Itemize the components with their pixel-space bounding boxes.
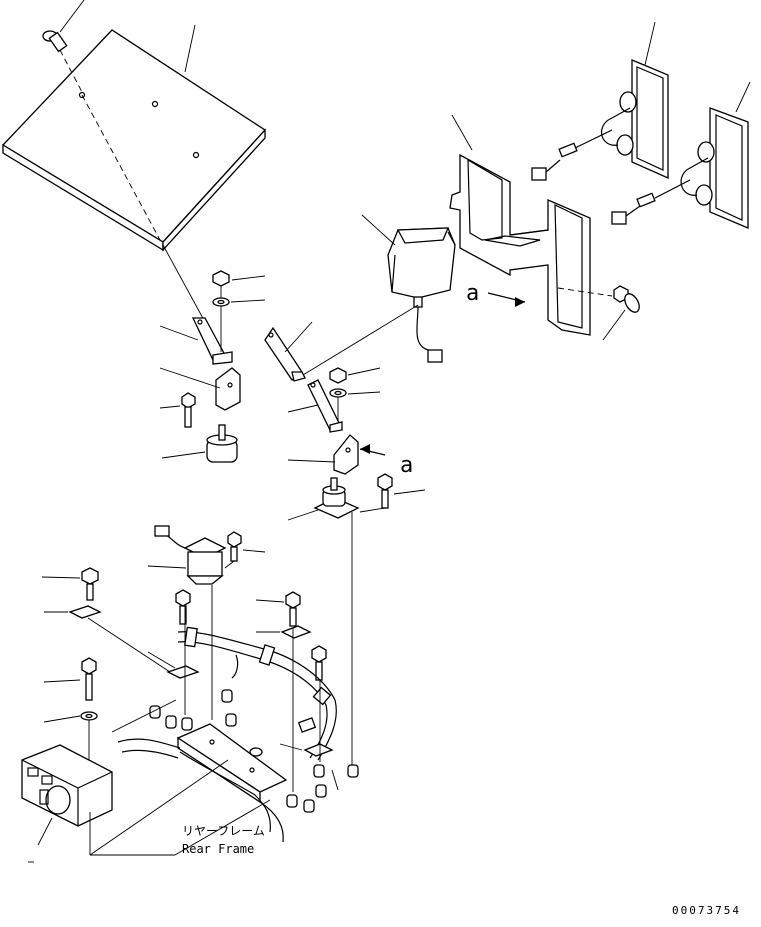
bolt-harness-3 (255, 591, 301, 627)
rear-frame-label-en: Rear Frame (182, 842, 254, 856)
bolt-right-1 (359, 473, 426, 513)
work-lamp (302, 214, 456, 376)
washer-2 (329, 388, 381, 428)
washer-1 (212, 297, 266, 352)
collars (149, 606, 359, 813)
view-marker-top: a (466, 281, 479, 306)
lamp-mount-frame (449, 114, 591, 336)
view-arrow-top: a (466, 281, 526, 307)
rear-lamp-2 (611, 81, 751, 229)
clamp-4 (279, 743, 334, 757)
figure-number: 00073754 (672, 904, 741, 917)
alarm-buzzer-box (21, 744, 175, 863)
view-arrow-mid: a (359, 444, 413, 478)
right-mount-bracket (287, 434, 359, 475)
rear-frame-label-jp: リヤーフレーム (182, 824, 265, 838)
horn-unit (147, 525, 227, 720)
long-bolt (43, 657, 97, 701)
right-relay-unit (287, 477, 360, 765)
cover-bolt (42, 0, 85, 93)
nut-2 (329, 367, 381, 384)
wiring-harness (177, 626, 337, 761)
leader-cover (184, 24, 196, 73)
view-marker-mid: a (400, 453, 413, 478)
horn-bolt (224, 531, 266, 569)
bolt-left-1 (159, 392, 196, 428)
rear-frame-outline (117, 738, 284, 843)
clamp-2 (256, 625, 312, 639)
link-line-cover (162, 244, 206, 323)
leader-rear-frame (174, 799, 271, 856)
leader-rear-frame-2 (89, 759, 229, 856)
center-angle-bracket (264, 321, 313, 382)
clamp-1 (44, 605, 171, 673)
nut-1 (212, 270, 266, 298)
right-bracket (287, 379, 343, 433)
left-bracket (159, 317, 233, 365)
bolt-harness-1 (41, 567, 99, 601)
frame-bolt (557, 285, 640, 341)
cover-plate (1, 29, 266, 252)
clamp-3 (147, 651, 200, 679)
rear-lamp-1 (531, 21, 669, 181)
leader-collar (331, 769, 339, 791)
left-relay-unit (161, 424, 238, 463)
left-mount-bracket (159, 367, 241, 411)
bolt-harness-2 (175, 589, 191, 625)
bolt-harness-4 (311, 645, 327, 681)
